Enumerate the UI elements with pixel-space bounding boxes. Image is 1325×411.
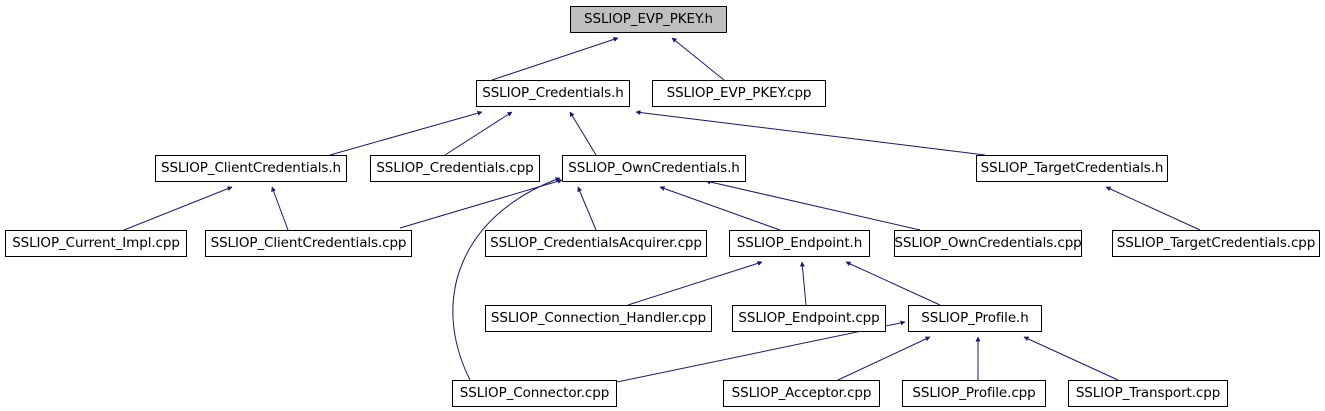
dependency-edges xyxy=(123,37,1201,383)
graph-node-label: SSLIOP_Profile.h xyxy=(921,309,1029,326)
graph-node-evp_pkey_cpp[interactable]: SSLIOP_EVP_PKEY.cpp xyxy=(652,80,826,107)
graph-node-label: SSLIOP_Connection_Handler.cpp xyxy=(490,309,707,326)
graph-node-connector_cpp[interactable]: SSLIOP_Connector.cpp xyxy=(452,380,617,407)
dependency-edge xyxy=(271,186,289,231)
graph-node-targetcredentials_h[interactable]: SSLIOP_TargetCredentials.h xyxy=(976,155,1168,182)
dependency-edge xyxy=(491,37,619,81)
graph-node-label: SSLIOP_Endpoint.h xyxy=(736,234,863,251)
dependency-edge xyxy=(837,336,931,381)
graph-node-evp_pkey_h[interactable]: SSLIOP_EVP_PKEY.h xyxy=(570,6,727,33)
graph-node-label: SSLIOP_ClientCredentials.cpp xyxy=(210,234,407,251)
graph-node-owncredentials_h[interactable]: SSLIOP_OwnCredentials.h xyxy=(562,155,746,182)
graph-node-label: SSLIOP_CredentialsAcquirer.cpp xyxy=(490,234,702,251)
dependency-edge xyxy=(627,260,763,306)
graph-node-label: SSLIOP_Connector.cpp xyxy=(459,384,610,401)
graph-node-label: SSLIOP_OwnCredentials.cpp xyxy=(894,234,1082,251)
dependency-edge xyxy=(452,177,561,381)
graph-node-profile_cpp[interactable]: SSLIOP_Profile.cpp xyxy=(902,380,1046,407)
graph-node-label: SSLIOP_Current_Impl.cpp xyxy=(12,234,180,251)
graph-node-acceptor_cpp[interactable]: SSLIOP_Acceptor.cpp xyxy=(723,380,880,407)
dependency-edge xyxy=(635,110,986,156)
graph-node-label: SSLIOP_TargetCredentials.cpp xyxy=(1116,234,1316,251)
graph-node-endpoint_cpp[interactable]: SSLIOP_Endpoint.cpp xyxy=(732,305,886,332)
graph-node-clientcredentials_cpp[interactable]: SSLIOP_ClientCredentials.cpp xyxy=(205,230,412,257)
dependency-edge xyxy=(1105,186,1201,231)
graph-node-label: SSLIOP_ClientCredentials.h xyxy=(160,159,341,176)
graph-node-credacquirer_cpp[interactable]: SSLIOP_CredentialsAcquirer.cpp xyxy=(485,230,707,257)
graph-node-label: SSLIOP_EVP_PKEY.h xyxy=(584,10,713,27)
dependency-edge xyxy=(845,261,941,306)
graph-node-label: SSLIOP_TargetCredentials.h xyxy=(980,159,1164,176)
dependency-edge xyxy=(569,111,597,156)
graph-node-label: SSLIOP_EVP_PKEY.cpp xyxy=(666,84,812,101)
graph-node-label: SSLIOP_Acceptor.cpp xyxy=(731,384,872,401)
graph-node-targetcredentials_cpp[interactable]: SSLIOP_TargetCredentials.cpp xyxy=(1112,230,1320,257)
graph-node-transport_cpp[interactable]: SSLIOP_Transport.cpp xyxy=(1068,380,1228,407)
dependency-edge xyxy=(577,186,597,231)
dependency-edge xyxy=(659,186,781,231)
graph-node-credentials_h[interactable]: SSLIOP_Credentials.h xyxy=(476,80,630,107)
dependency-edge xyxy=(123,186,233,231)
graph-node-clientcredentials_h[interactable]: SSLIOP_ClientCredentials.h xyxy=(155,155,347,182)
graph-node-owncredentials_cpp[interactable]: SSLIOP_OwnCredentials.cpp xyxy=(894,230,1082,257)
graph-node-current_impl_cpp[interactable]: SSLIOP_Current_Impl.cpp xyxy=(5,230,187,257)
graph-node-conn_handler_cpp[interactable]: SSLIOP_Connection_Handler.cpp xyxy=(485,305,712,332)
dependency-edge xyxy=(1023,336,1119,381)
dependency-edge xyxy=(444,111,513,156)
graph-node-profile_h[interactable]: SSLIOP_Profile.h xyxy=(908,305,1042,332)
graph-node-label: SSLIOP_Credentials.cpp xyxy=(376,159,534,176)
dependency-edge xyxy=(329,110,483,156)
graph-node-credentials_cpp[interactable]: SSLIOP_Credentials.cpp xyxy=(370,155,540,182)
dependency-edge xyxy=(671,37,725,81)
graph-node-label: SSLIOP_Credentials.h xyxy=(482,84,624,101)
graph-node-endpoint_h[interactable]: SSLIOP_Endpoint.h xyxy=(729,230,870,257)
dependency-edge xyxy=(399,178,563,229)
graph-node-label: SSLIOP_Endpoint.cpp xyxy=(738,309,880,326)
dependency-edge xyxy=(799,261,807,306)
dependency-edge xyxy=(705,179,921,231)
graph-node-label: SSLIOP_OwnCredentials.h xyxy=(568,159,740,176)
graph-node-label: SSLIOP_Profile.cpp xyxy=(912,384,1036,401)
dependency-edge xyxy=(616,320,906,383)
graph-node-label: SSLIOP_Transport.cpp xyxy=(1075,384,1221,401)
